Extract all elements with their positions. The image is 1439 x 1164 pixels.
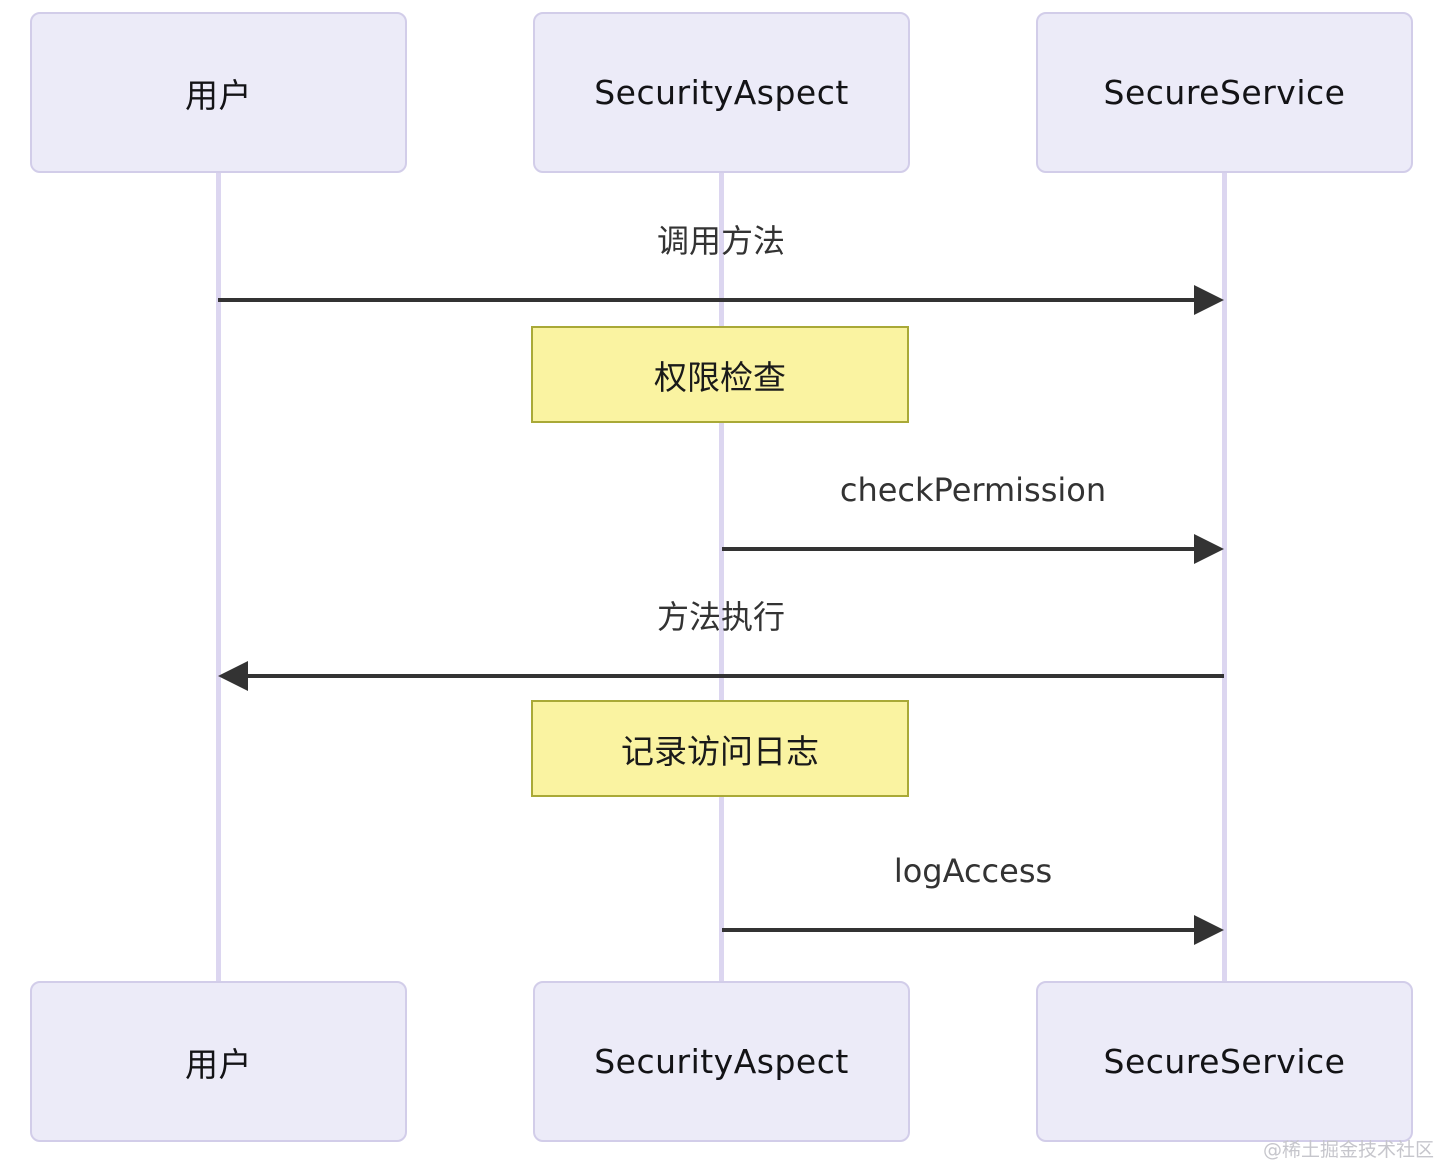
note-access-log: 记录访问日志	[531, 700, 909, 797]
message-label: 方法执行	[656, 598, 785, 636]
lifeline-user	[216, 173, 221, 981]
participant-secure-service-top: SecureService	[1036, 12, 1413, 173]
participant-security-aspect-bottom: SecurityAspect	[533, 981, 910, 1142]
lifeline-secure-service	[1222, 173, 1227, 981]
arrow-line	[722, 547, 1198, 551]
participant-label: 用户	[185, 75, 252, 115]
message-label: logAccess	[893, 852, 1053, 890]
participant-label: SecurityAspect	[594, 73, 849, 112]
participant-user-top: 用户	[30, 12, 407, 173]
watermark: @稀土掘金技术社区	[1262, 1139, 1434, 1161]
message-call-method: 调用方法	[218, 219, 1224, 315]
arrow-line	[244, 674, 1224, 678]
participant-label: SecureService	[1103, 73, 1346, 112]
participant-user-bottom: 用户	[30, 981, 407, 1142]
arrowhead-right-icon	[1194, 534, 1224, 564]
note-label: 权限检查	[654, 357, 786, 397]
message-arrow	[218, 285, 1224, 315]
participant-label: SecureService	[1103, 1042, 1346, 1081]
participant-security-aspect-top: SecurityAspect	[533, 12, 910, 173]
participant-label: SecurityAspect	[594, 1042, 849, 1081]
note-permission-check: 权限检查	[531, 326, 909, 423]
participant-secure-service-bottom: SecureService	[1036, 981, 1413, 1142]
message-label: 调用方法	[656, 222, 785, 260]
message-arrow	[218, 661, 1224, 691]
message-arrow	[722, 534, 1224, 564]
arrow-line	[218, 298, 1198, 302]
message-log-access: logAccess	[722, 849, 1224, 945]
arrowhead-right-icon	[1194, 915, 1224, 945]
lifeline-security-aspect	[719, 173, 724, 981]
message-check-permission: checkPermission	[722, 468, 1224, 564]
message-method-execute: 方法执行	[218, 595, 1224, 691]
arrowhead-left-icon	[218, 661, 248, 691]
arrow-line	[722, 928, 1198, 932]
arrowhead-right-icon	[1194, 285, 1224, 315]
note-label: 记录访问日志	[621, 731, 819, 771]
message-arrow	[722, 915, 1224, 945]
participant-label: 用户	[185, 1044, 252, 1084]
message-label: checkPermission	[839, 471, 1107, 509]
